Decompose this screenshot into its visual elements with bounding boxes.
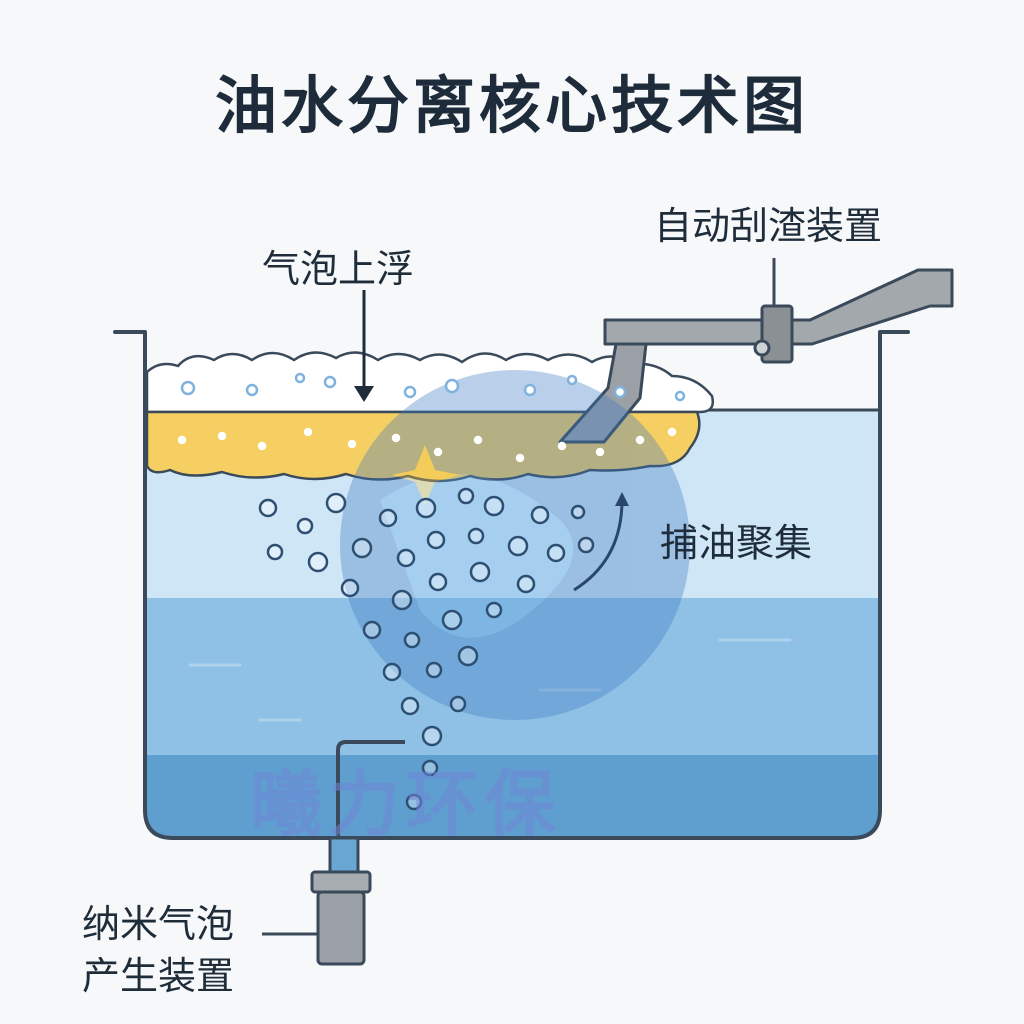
- oil-droplet: [177, 435, 187, 445]
- air-bubble: [516, 574, 536, 594]
- air-bubbles: [258, 487, 595, 811]
- label-oil-capture: 捕油聚集: [660, 521, 813, 565]
- nano-bubble-generator: [262, 740, 405, 966]
- air-bubble: [426, 530, 446, 550]
- oil-droplet: [433, 447, 443, 457]
- foam-bubble: [245, 383, 259, 397]
- oil-droplet: [303, 427, 313, 437]
- label-nano-line2: 产生装置: [82, 954, 235, 998]
- air-bubble: [405, 793, 423, 811]
- foam-bubble: [323, 375, 337, 389]
- air-bubble: [362, 620, 382, 640]
- label-bubble-rise: 气泡上浮: [262, 247, 415, 291]
- air-bubble: [403, 631, 421, 649]
- air-bubble: [307, 551, 329, 573]
- air-bubble: [485, 601, 503, 619]
- foam-bubble: [613, 385, 627, 399]
- foam-bubbles: [180, 372, 686, 402]
- water-middle-layer: [145, 598, 880, 758]
- air-bubble: [378, 508, 398, 528]
- oil-droplets: [177, 427, 677, 463]
- air-bubble: [467, 527, 485, 545]
- air-bubble: [396, 548, 416, 568]
- skimmer-device: [558, 258, 954, 444]
- oil-droplet: [473, 435, 483, 445]
- label-nano-bubble-generator: 纳米气泡 产生装置: [82, 898, 234, 1002]
- air-bubble: [457, 645, 479, 667]
- air-bubble: [382, 662, 402, 682]
- air-bubble: [296, 517, 314, 535]
- foam-bubble: [674, 390, 686, 402]
- air-bubble: [351, 537, 373, 559]
- air-bubble: [428, 572, 448, 592]
- oil-droplet: [515, 453, 525, 463]
- oil-droplet: [667, 427, 677, 437]
- air-bubble: [421, 725, 443, 747]
- label-auto-skimmer: 自动刮渣装置: [648, 195, 889, 250]
- air-bubble: [421, 759, 439, 777]
- air-bubble: [530, 505, 550, 525]
- oil-droplet: [635, 435, 645, 445]
- air-bubble: [546, 543, 566, 563]
- oil-droplet: [391, 433, 401, 443]
- air-bubble: [570, 504, 586, 520]
- air-bubble: [449, 695, 467, 713]
- air-bubble: [340, 578, 360, 598]
- label-leaders: [354, 290, 629, 592]
- water-bottom-layer: [145, 755, 880, 838]
- oil-droplet: [257, 441, 267, 451]
- foam-layer: [145, 351, 714, 414]
- foam-bubble: [444, 378, 460, 394]
- oil-droplet: [557, 441, 567, 451]
- air-bubble: [441, 609, 463, 631]
- air-bubble: [577, 536, 595, 554]
- air-bubble: [425, 661, 443, 679]
- oil-droplet: [347, 439, 357, 449]
- page-title: 油水分离核心技术图: [214, 69, 809, 142]
- watermark-text: 曦力环保: [250, 762, 563, 846]
- oil-layer: [145, 410, 701, 483]
- watermark-logo: [340, 370, 690, 720]
- foam-bubble: [523, 383, 537, 397]
- oil-droplet: [595, 447, 605, 457]
- air-bubble: [258, 498, 278, 518]
- air-bubble: [325, 492, 347, 514]
- foam-bubble: [180, 380, 196, 396]
- tank-outline: [113, 330, 910, 840]
- air-bubble: [391, 589, 413, 611]
- air-bubble: [266, 543, 284, 561]
- foam-bubble: [566, 374, 578, 386]
- air-bubble: [457, 487, 475, 505]
- air-bubble: [415, 497, 437, 519]
- label-nano-line1: 纳米气泡: [82, 902, 235, 946]
- air-bubble: [507, 535, 529, 557]
- air-bubble: [400, 696, 420, 716]
- foam-bubble: [403, 385, 417, 399]
- air-bubble: [469, 561, 491, 583]
- foam-bubble: [294, 372, 306, 384]
- air-bubble: [483, 495, 505, 517]
- oil-droplet: [217, 431, 227, 441]
